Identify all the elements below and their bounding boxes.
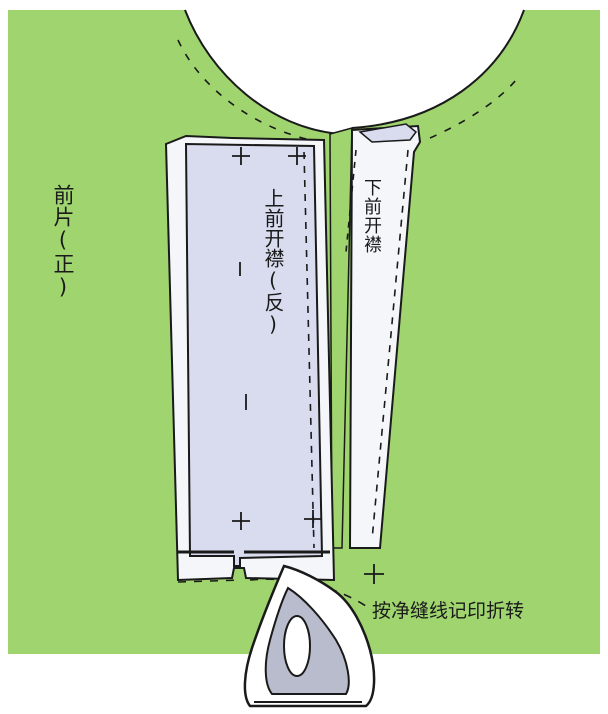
slit-opening: [329, 127, 353, 549]
iron-handle-grip: [283, 615, 311, 677]
upper-placket-reverse: [184, 142, 324, 567]
neckline-seam-right: [429, 74, 521, 139]
neckline-curve-right: [351, 9, 525, 129]
lower-placket-stitch: [345, 149, 357, 253]
front-piece-label: 前片(正): [51, 184, 75, 300]
upper-placket-stitch: [303, 151, 315, 549]
upper-placket-label: 上前开襟(反): [261, 188, 285, 336]
neckline-curve: [184, 9, 341, 135]
lower-placket-label: 下前开襟: [361, 178, 382, 254]
lower-placket: [348, 124, 422, 549]
placket-cross-marks: [232, 147, 384, 584]
instruction-label: 按净缝线记印折转: [372, 600, 525, 622]
lower-placket-fold: [358, 123, 418, 143]
lower-placket-stitch-2: [371, 149, 409, 541]
neckline-seam-left: [177, 39, 321, 143]
